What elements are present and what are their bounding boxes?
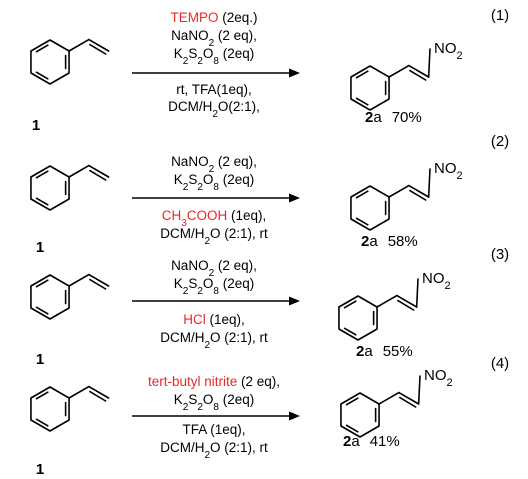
reaction-2: 1 NaNO2 (2 eq),K2S2O8 (2eq) CH3COOH (1eq),… — [30, 133, 509, 256]
reactant-label: 1 — [36, 239, 44, 256]
condition-above-arrow: K2S2O8 (2eq) — [174, 46, 255, 67]
reaction-4: 1 tert-butyl nitrite (2 eq), K2S2O8 (2eq) T… — [30, 355, 509, 478]
condition-above-arrow: NaNO2 (2 eq), — [171, 154, 257, 175]
condition-above-arrow: NaNO2 (2 eq), — [171, 258, 257, 279]
condition-above-arrow: TEMPO (2eq.) — [170, 10, 257, 25]
reactant-styrene-structure — [30, 273, 110, 320]
condition-below-arrow: TFA (1eq), — [182, 422, 245, 437]
reaction-number: (4) — [491, 355, 509, 372]
reaction-number: (3) — [491, 246, 509, 263]
nitro-group-label: NO2 — [424, 367, 453, 389]
reaction-3: 1 NaNO2 (2 eq),K2S2O8 (2eq) HCl (1eq), DCM/… — [30, 246, 509, 368]
nitro-group-label: NO2 — [434, 160, 463, 182]
reaction-arrowhead — [289, 411, 300, 421]
yield-value: 55% — [383, 343, 413, 360]
reaction-arrowhead — [289, 68, 300, 78]
product-nitrostyrene-structure — [350, 168, 431, 231]
condition-above-arrow: K2S2O8 (2eq) — [174, 392, 255, 413]
reactant-styrene-structure — [30, 385, 110, 432]
reaction-arrowhead — [289, 296, 300, 306]
product-nitrostyrene-structure — [338, 278, 419, 341]
yield-value: 58% — [388, 233, 418, 250]
reactant-label: 1 — [36, 351, 44, 368]
reaction-arrowhead — [289, 193, 300, 203]
condition-above-arrow: tert-butyl nitrite (2 eq), — [148, 374, 280, 389]
nitro-group-label: NO2 — [434, 40, 463, 62]
condition-below-arrow: rt, TFA(1eq), — [176, 82, 252, 97]
condition-below-arrow: DCM/H2O (2:1), rt — [160, 440, 268, 461]
product-nitrostyrene-structure — [340, 375, 421, 438]
reactant-styrene-structure — [30, 164, 110, 211]
condition-above-arrow: NaNO2 (2 eq), — [171, 28, 257, 49]
condition-below-arrow: DCM/H2O (2:1), rt — [160, 330, 268, 351]
condition-below-arrow: HCl (1eq), — [183, 312, 245, 327]
nitro-group-label: NO2 — [422, 270, 451, 292]
reaction-1: 1 TEMPO (2eq.) NaNO2 (2 eq),K2S2O8 (2eq) rt… — [30, 7, 509, 134]
reaction-number: (1) — [491, 7, 509, 24]
condition-above-arrow: K2S2O8 (2eq) — [174, 276, 255, 297]
yield-value: 70% — [392, 109, 422, 126]
reactant-styrene-structure — [30, 38, 110, 85]
product-nitrostyrene-structure — [350, 48, 431, 111]
reaction-number: (2) — [491, 133, 509, 150]
reactant-label: 1 — [32, 117, 40, 134]
reactant-label: 1 — [36, 461, 44, 478]
condition-above-arrow: K2S2O8 (2eq) — [174, 172, 255, 193]
condition-below-arrow: CH3COOH (1eq), — [162, 208, 267, 229]
condition-below-arrow: DCM/H2O (2:1), rt — [160, 226, 268, 247]
yield-value: 41% — [370, 433, 400, 450]
condition-below-arrow: DCM/H2O(2:1), — [168, 99, 260, 120]
